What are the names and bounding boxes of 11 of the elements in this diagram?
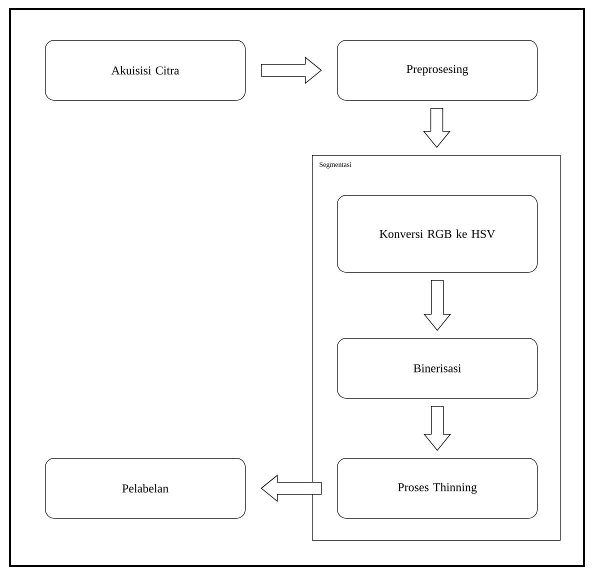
- block-arrow: [424, 280, 452, 331]
- process-box: Binerisasi: [337, 338, 538, 399]
- block-arrow: [260, 474, 322, 502]
- process-box: Proses Thinning: [337, 458, 538, 519]
- block-arrow: [260, 56, 322, 84]
- process-box: Pelabelan: [45, 458, 246, 519]
- block-arrow: [424, 406, 452, 451]
- process-box: Preprosesing: [337, 40, 538, 101]
- process-box: Akuisisi Citra: [45, 40, 246, 101]
- process-box: Konversi RGB ke HSV: [337, 195, 538, 273]
- block-arrow: [423, 108, 451, 148]
